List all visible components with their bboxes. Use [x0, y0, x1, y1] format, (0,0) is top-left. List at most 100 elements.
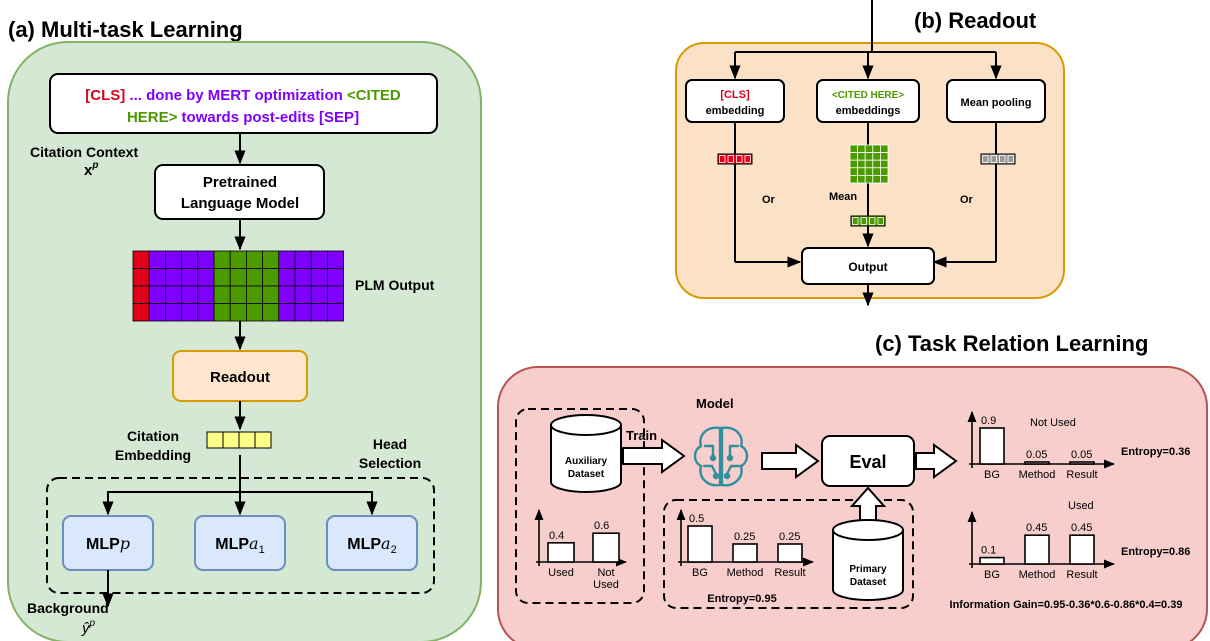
cited-matrix-cell — [857, 167, 866, 176]
auxiliary-dataset-line2: Dataset — [568, 469, 605, 480]
meanpool-vector-cell — [1007, 155, 1014, 163]
plm-output-cell — [164, 303, 182, 322]
plm-output-cell — [262, 303, 280, 322]
chart-value-label: 0.9 — [981, 415, 996, 427]
plm-output-cell — [310, 303, 328, 322]
cited-mean-vector-frame — [850, 215, 886, 227]
plm-output-cell — [213, 303, 231, 322]
eval-to-result-arrow — [915, 443, 958, 479]
chart-value-label: 0.45 — [1071, 522, 1092, 534]
chart-category-label: Used — [548, 567, 574, 579]
primary-dataset-cylinder — [832, 519, 904, 601]
meanpool-vector-cell — [982, 155, 989, 163]
plm-output-cell — [197, 250, 215, 269]
plm-output-cell — [229, 303, 247, 322]
primary-entropy-label: Entropy=0.95 — [707, 593, 776, 605]
plm-output-cell — [310, 268, 328, 287]
plm-box-line1: Pretrained — [203, 174, 277, 191]
used-entropy-label: Entropy=0.86 — [1121, 546, 1190, 558]
chart-bar — [979, 556, 1005, 565]
chart-value-label: 0.4 — [549, 530, 564, 542]
plm-output-grid — [132, 250, 344, 322]
plm-output-cell — [164, 250, 182, 269]
citation-embedding-line2: Embedding — [115, 447, 191, 463]
cited-matrix-cell — [864, 159, 874, 169]
background-label: Background — [27, 600, 109, 616]
mlp-head-a2-label: MLPa2 — [347, 534, 396, 556]
cited-matrix-cell — [880, 152, 889, 161]
cited-matrix-cell — [872, 174, 881, 184]
plm-output-cell — [294, 268, 312, 287]
plm-output-cell — [310, 250, 328, 269]
arrow-to-mlp-a2 — [240, 491, 378, 516]
auxiliary-dataset-line1: Auxiliary — [565, 456, 608, 467]
plm-output-cell — [197, 303, 215, 322]
plm-output-cell — [326, 303, 344, 322]
cited-matrix-cell — [849, 174, 858, 184]
plm-output-cell — [181, 285, 199, 304]
plm-output-cell — [181, 250, 199, 269]
cited-matrix-cell — [849, 144, 858, 153]
cls-embedding-line1: [CLS] — [720, 89, 750, 101]
plm-output-cell — [164, 285, 182, 304]
brain-chip-icon — [693, 426, 749, 487]
plm-output-cell — [229, 268, 247, 287]
plm-output-cell — [132, 303, 150, 322]
citation-embedding-vector — [206, 431, 272, 449]
plm-output-cell — [164, 268, 182, 287]
citation-input-line1: [CLS] ... done by MERT optimization <CIT… — [85, 87, 401, 104]
plm-output-cell — [132, 285, 150, 304]
plm-output-cell — [245, 285, 263, 304]
chart-bar — [1069, 534, 1095, 565]
plm-output-cell — [278, 268, 296, 287]
panel-a-title: (a) Multi-task Learning — [8, 17, 243, 42]
plm-output-cell — [310, 285, 328, 304]
chart-bar — [592, 532, 620, 563]
primary-dataset-line2: Dataset — [850, 577, 887, 588]
model-label: Model — [696, 396, 734, 411]
citation-embedding-cell — [206, 431, 224, 449]
cited-matrix-cell — [857, 152, 866, 161]
cls-vector-cell — [736, 155, 743, 163]
plm-output-cell — [213, 250, 231, 269]
plm-output-cell — [229, 285, 247, 304]
chart-category-label: Result — [774, 567, 805, 579]
plm-output-cell — [294, 250, 312, 269]
citation-context-symbol: xp — [84, 160, 98, 179]
plm-output-cell — [197, 268, 215, 287]
auxiliary-region — [515, 408, 645, 604]
cls-vector-cell — [727, 155, 734, 163]
chart-category-label: BG — [692, 567, 708, 579]
plm-output-cell — [278, 285, 296, 304]
not-used-entropy-label: Entropy=0.36 — [1121, 446, 1190, 458]
chart-value-label: 0.6 — [594, 520, 609, 532]
train-arrow — [622, 438, 686, 474]
plm-box-line2: Language Model — [181, 195, 299, 212]
chart-value-label: 0.45 — [1026, 522, 1047, 534]
chart-value-label: 0.5 — [689, 513, 704, 525]
mlp-head-a2 — [326, 515, 418, 571]
cited-mean-vector — [850, 215, 886, 227]
plm-output-cell — [148, 285, 166, 304]
not-used-title: Not Used — [1030, 417, 1076, 429]
plm-output-cell — [181, 268, 199, 287]
plm-output-cell — [262, 285, 280, 304]
plm-output-cell — [213, 285, 231, 304]
cited-matrix-cell — [880, 167, 889, 176]
citation-input-box — [49, 73, 438, 134]
chart-value-label: 0.1 — [981, 545, 996, 557]
cited-matrix-cell — [880, 174, 889, 184]
output-symbol: ŷp — [81, 618, 96, 637]
chart-category-label: BG — [984, 469, 1000, 481]
plm-output-cell — [294, 285, 312, 304]
cited-mean-vector-cell — [877, 217, 884, 225]
citation-embedding-cell — [254, 431, 272, 449]
auxiliary-dataset-cylinder — [550, 414, 622, 493]
meanpool-vector-cell — [999, 155, 1006, 163]
chart-bar — [1069, 461, 1095, 465]
cited-matrix-cell — [872, 144, 881, 153]
meanpool-vector — [980, 153, 1016, 165]
plm-output-cell — [294, 303, 312, 322]
